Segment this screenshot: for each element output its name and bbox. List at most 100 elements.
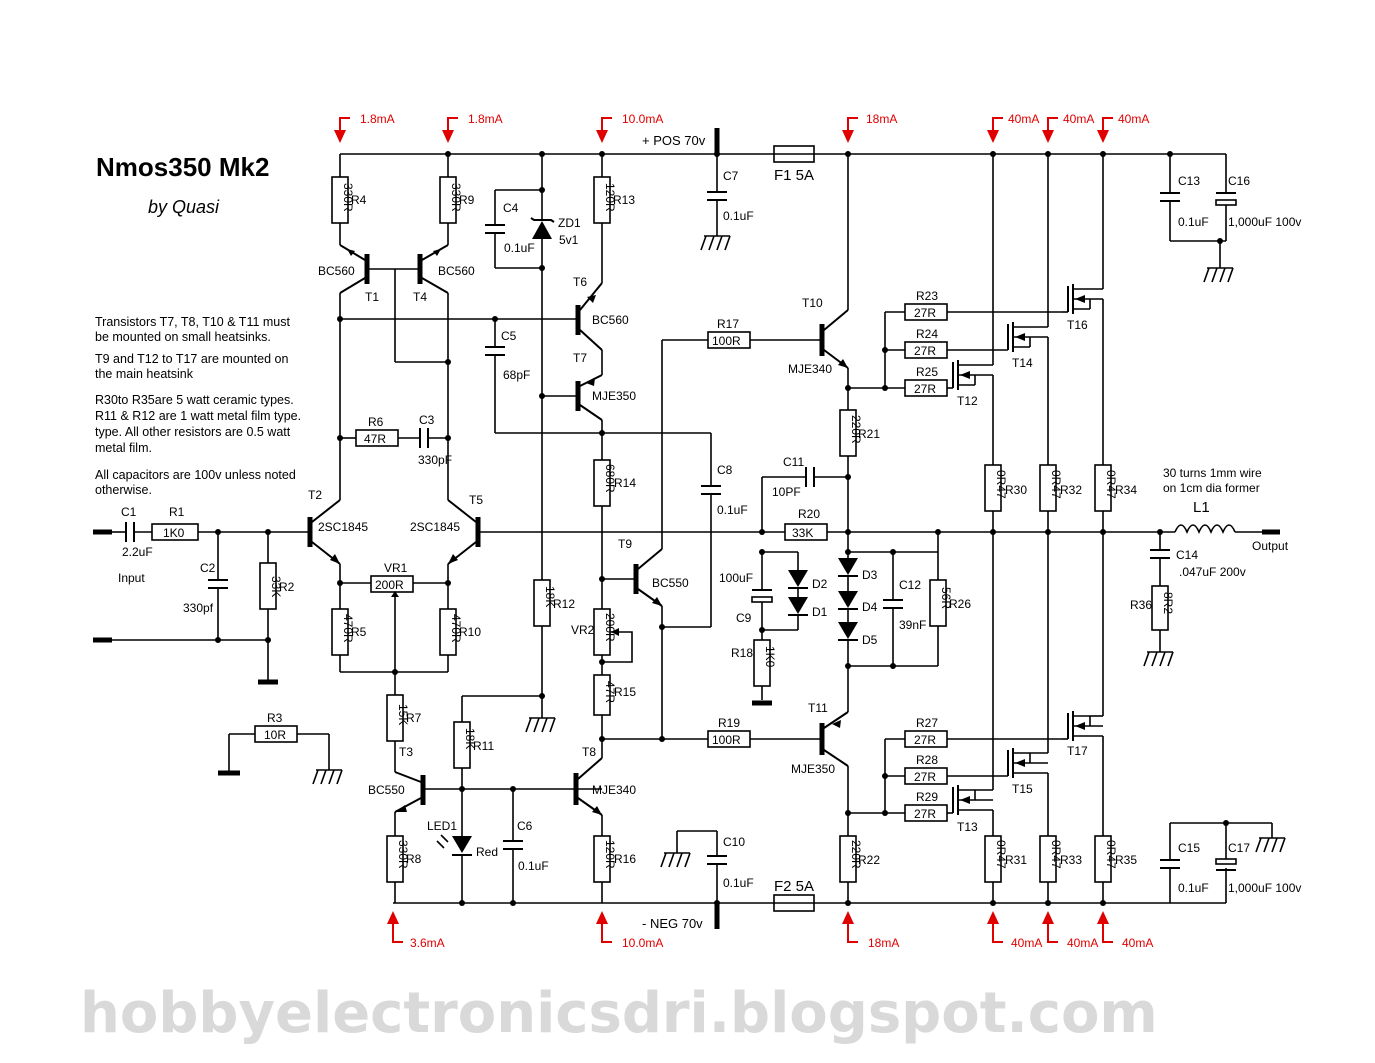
current-arrow-top: 40mA [1042,112,1094,143]
author-label: by Quasi [148,197,220,217]
svg-text:VR1: VR1 [384,561,408,575]
svg-text:1.8mA: 1.8mA [468,112,503,126]
svg-text:MJE340: MJE340 [788,362,832,376]
svg-text:100R: 100R [712,733,741,747]
svg-text:18mA: 18mA [866,112,897,126]
r3-ground-link: R3 10R [218,711,343,785]
svg-text:8R2: 8R2 [1161,592,1175,614]
svg-text:T16: T16 [1067,318,1088,332]
input-pair: 330R R4 330R R9 BC560 T1 BC560 T4 [307,151,1175,772]
note-line: metal film. [95,441,152,455]
svg-text:R7: R7 [406,711,422,725]
svg-text:470R: 470R [449,614,463,643]
svg-text:0.1uF: 0.1uF [518,859,549,873]
svg-text:C14: C14 [1176,548,1198,562]
svg-text:39nF: 39nF [899,618,926,632]
svg-text:BC560: BC560 [438,264,475,278]
svg-text:T11: T11 [808,701,828,715]
svg-text:C3: C3 [419,413,435,427]
current-arrow-top: 40mA [1097,112,1149,143]
vas-upper: C4 0.1uF ZD1 5v1 120R R13 T6 BC560 T7 MJ… [485,151,711,733]
svg-text:0R47: 0R47 [1049,840,1063,869]
svg-text:18mA: 18mA [868,936,899,950]
svg-text:1.8mA: 1.8mA [360,112,395,126]
svg-text:1K0: 1K0 [163,526,185,540]
svg-text:R17: R17 [717,317,739,331]
svg-text:T3: T3 [399,745,413,759]
svg-text:0.1uF: 0.1uF [1178,881,1209,895]
svg-text:330R: 330R [449,183,463,212]
note-line: be mounted on small heatsinks. [95,330,271,344]
svg-text:120R: 120R [603,183,617,212]
svg-text:C5: C5 [501,329,517,343]
svg-text:R24: R24 [916,327,938,341]
output-stage-upper: R23 27R R24 27R R25 27R T12 T14 [848,151,1137,535]
svg-text:BC550: BC550 [368,783,405,797]
svg-text:R30: R30 [1005,483,1027,497]
svg-text:Red: Red [476,845,498,859]
svg-text:47R: 47R [603,681,617,703]
schematic-title: Nmos350 Mk2 [96,152,269,182]
note-line: R30to R35are 5 watt ceramic types. [95,393,294,407]
note-line: the main heatsink [95,367,194,381]
note-line: type. All other resistors are 0.5 watt [95,425,291,439]
svg-text:D2: D2 [812,577,828,591]
note-line: R11 & R12 are 1 watt metal film type. [95,409,301,423]
svg-text:27R: 27R [914,770,936,784]
svg-text:68pF: 68pF [503,368,530,382]
svg-text:56R: 56R [939,587,953,609]
svg-text:27R: 27R [914,733,936,747]
svg-text:C12: C12 [899,578,921,592]
svg-text:33K: 33K [792,526,813,540]
svg-text:T7: T7 [573,351,587,365]
svg-text:C1: C1 [121,505,137,519]
svg-text:C16: C16 [1228,174,1250,188]
svg-text:D4: D4 [862,600,878,614]
svg-text:C10: C10 [723,835,745,849]
svg-text:R21: R21 [858,427,880,441]
svg-text:C2: C2 [200,561,216,575]
svg-text:R18: R18 [731,646,753,660]
current-arrow-bottom: 3.6mA [387,911,445,950]
svg-text:680R: 680R [603,464,617,493]
svg-text:MJE340: MJE340 [592,783,636,797]
svg-text:40mA: 40mA [1063,112,1094,126]
positive-rail: + POS 70v F1 5A [340,128,1226,184]
svg-text:C15: C15 [1178,841,1200,855]
svg-text:100R: 100R [712,334,741,348]
svg-text:R9: R9 [459,193,475,207]
svg-text:R2: R2 [279,580,295,594]
svg-text:R27: R27 [916,716,938,730]
driver-stage: R17 100R T10 MJE340 220R R21 C11 10PF R2… [707,151,971,906]
svg-text:T12: T12 [957,394,978,408]
svg-text:C17: C17 [1228,841,1250,855]
svg-text:100uF: 100uF [719,571,753,585]
svg-text:C11: C11 [783,455,804,469]
svg-text:T8: T8 [582,745,596,759]
svg-text:33K: 33K [269,576,283,597]
svg-text:T17: T17 [1067,744,1088,758]
current-arrow-top: 18mA [842,112,897,143]
svg-text:0R47: 0R47 [994,840,1008,869]
svg-text:200R: 200R [603,613,617,642]
current-markers-top: 1.8mA 1.8mA 10.0mA 18mA 40mA 40mA 40mA [334,112,1149,143]
bulk-decoupling-lower: C15 0.1uF C17 1,000uF 100v [1160,820,1301,903]
svg-text:C7: C7 [723,169,739,183]
svg-text:C4: C4 [503,201,519,215]
watermark: hobbyelectronicsdri.blogspot.com [80,981,1158,1046]
svg-text:0.1uF: 0.1uF [717,503,748,517]
svg-text:18K: 18K [463,728,477,749]
svg-text:220R: 220R [849,415,863,444]
svg-text:330pF: 330pF [418,453,452,467]
pos-rail-label: + POS 70v [642,133,706,148]
svg-text:0.1uF: 0.1uF [504,241,535,255]
notes-block: Transistors T7, T8, T10 & T11 must be mo… [95,315,301,497]
resistor-r20 [784,523,828,541]
svg-text:VR2: VR2 [571,623,595,637]
svg-text:T5: T5 [469,493,483,507]
svg-text:L1: L1 [1193,499,1210,516]
current-arrow-bottom: 40mA [1042,911,1098,950]
svg-text:R15: R15 [614,685,636,699]
svg-text:D3: D3 [862,568,878,582]
svg-text:47R: 47R [364,432,386,446]
